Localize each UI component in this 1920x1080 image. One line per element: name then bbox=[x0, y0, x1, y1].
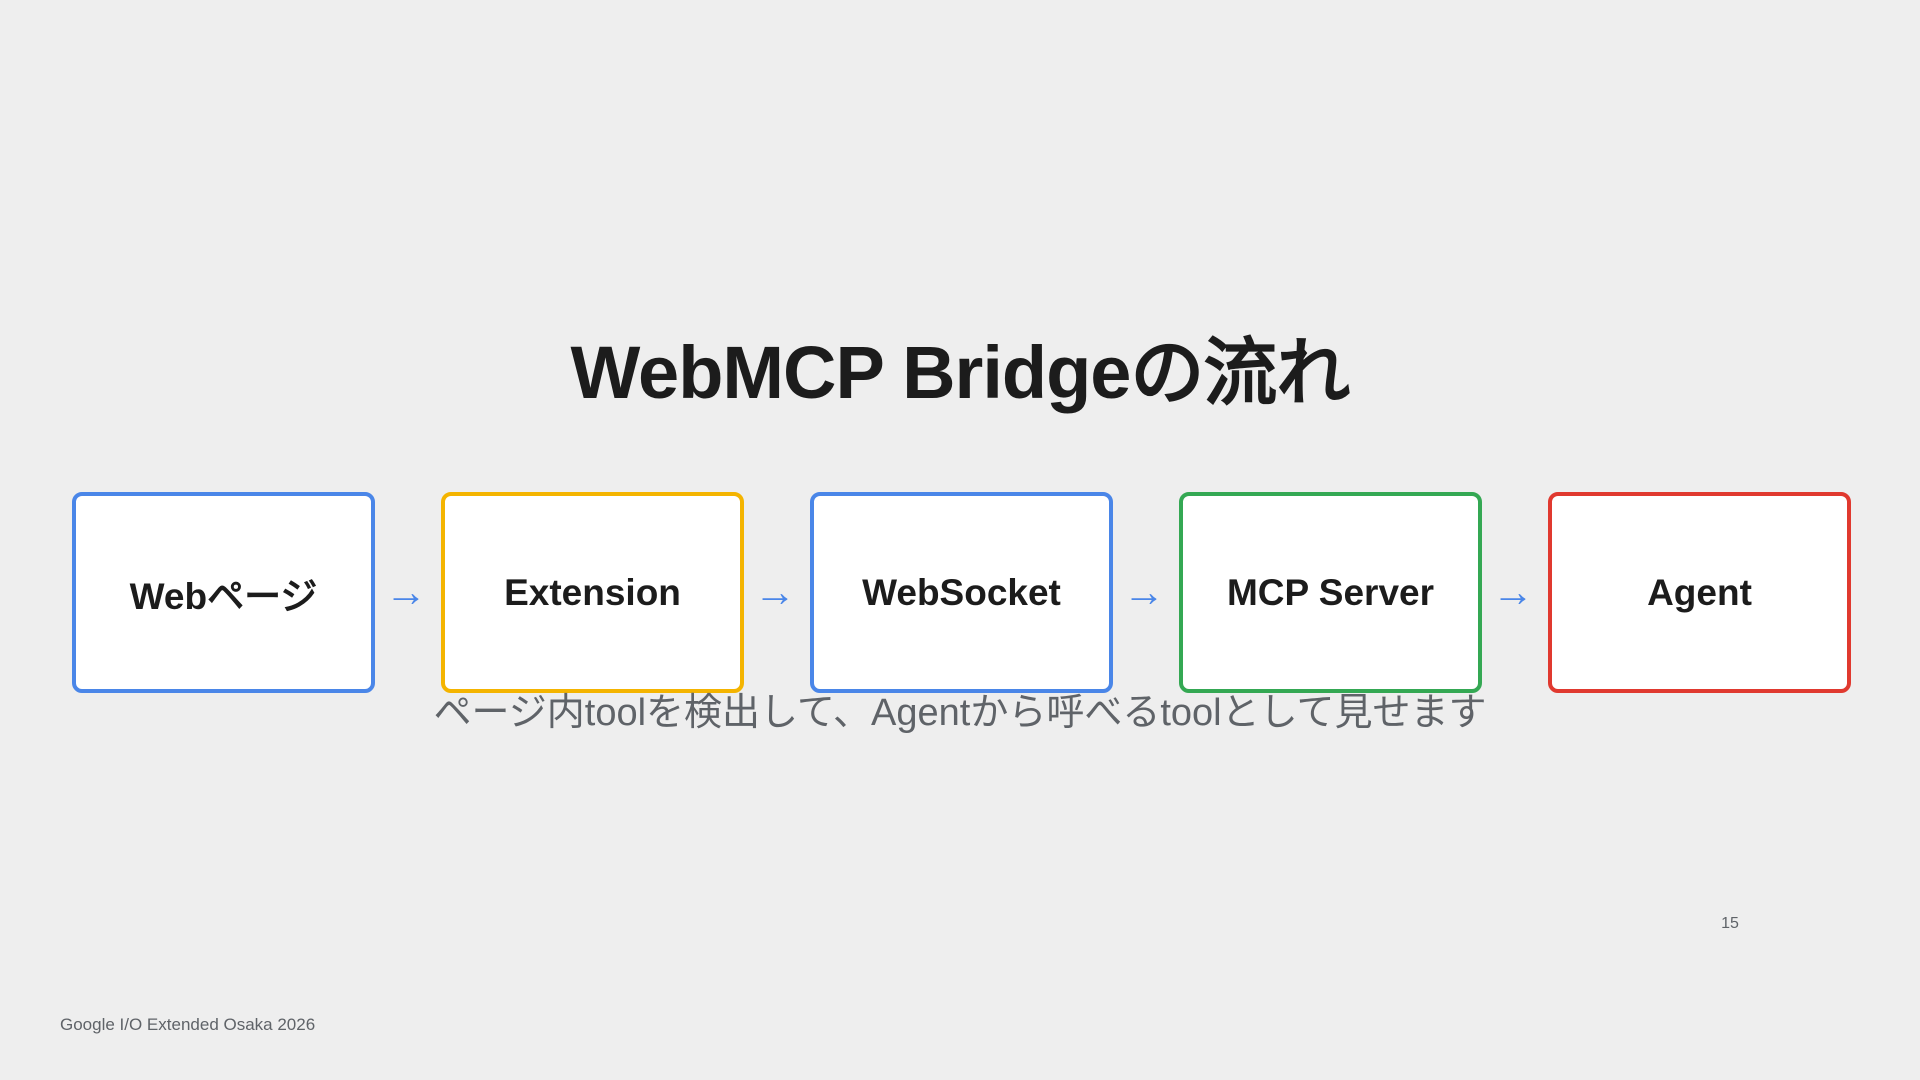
flow-arrow-icon: → bbox=[1123, 568, 1165, 615]
slide-title: WebMCP Bridgeの流れ bbox=[570, 331, 1351, 414]
page-number: 15 bbox=[1721, 915, 1739, 932]
flow-node-label: Agent bbox=[1647, 571, 1752, 613]
flow-node-label: Webページ bbox=[129, 575, 318, 617]
flow-node-webpage: Webページ bbox=[72, 492, 375, 693]
flow-node-mcp-server: MCP Server bbox=[1179, 492, 1482, 693]
flow-node-label: WebSocket bbox=[862, 571, 1061, 613]
flow-node-extension: Extension bbox=[441, 492, 744, 693]
footer-text: Google I/O Extended Osaka 2026 bbox=[60, 1015, 316, 1034]
flow-arrow-icon: → bbox=[754, 568, 796, 615]
flow-node-label: MCP Server bbox=[1226, 571, 1435, 613]
flow-arrow-icon: → bbox=[385, 568, 427, 615]
flow-node-websocket: WebSocket bbox=[810, 492, 1113, 693]
flow-caption: ページ内toolを検出して、Agentから呼べるtoolとして見せます bbox=[433, 692, 1487, 734]
flow-node-agent: Agent bbox=[1548, 492, 1851, 693]
flow-node-label: Extension bbox=[504, 571, 681, 613]
flow-arrow-icon: → bbox=[1492, 568, 1534, 615]
